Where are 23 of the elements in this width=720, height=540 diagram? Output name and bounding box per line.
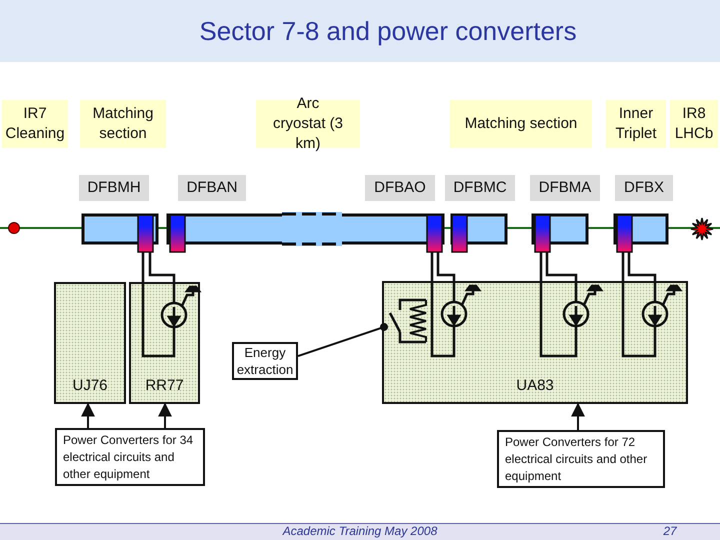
feedbox-label: DFBAO [365,175,435,201]
title: Sector 7-8 and power converters [198,16,578,47]
arrow [571,402,585,430]
feedbox-label: DFBMC [445,175,515,201]
arrow [158,402,172,428]
underground-area: RR77 [129,282,200,404]
footer-text: Academic Training May 2008 [281,524,438,538]
feedbox-label: DFBMH [79,175,149,201]
page-number: 27 [662,524,678,538]
underground-area: UA83 [382,281,688,404]
text-box: Energy extraction [232,342,298,380]
feedbox-label: DFBX [615,175,673,201]
feedbox-label: DFBAN [178,175,246,201]
arrow [81,402,95,428]
text-box: Power Converters for 72 electrical circuits and other equipment [497,430,665,488]
section-label: IR8 LHCb [670,100,718,148]
section-label: IR7 Cleaning [2,100,68,148]
section-label: Matching section [80,100,166,148]
underground-area: UJ76 [54,282,126,404]
section-label: Inner Triplet [606,100,666,148]
feedbox-label: DFBMA [530,175,600,201]
section-label: Matching section [450,100,592,148]
text-box: Power Converters for 34 electrical circuits and other equipment [55,428,205,486]
